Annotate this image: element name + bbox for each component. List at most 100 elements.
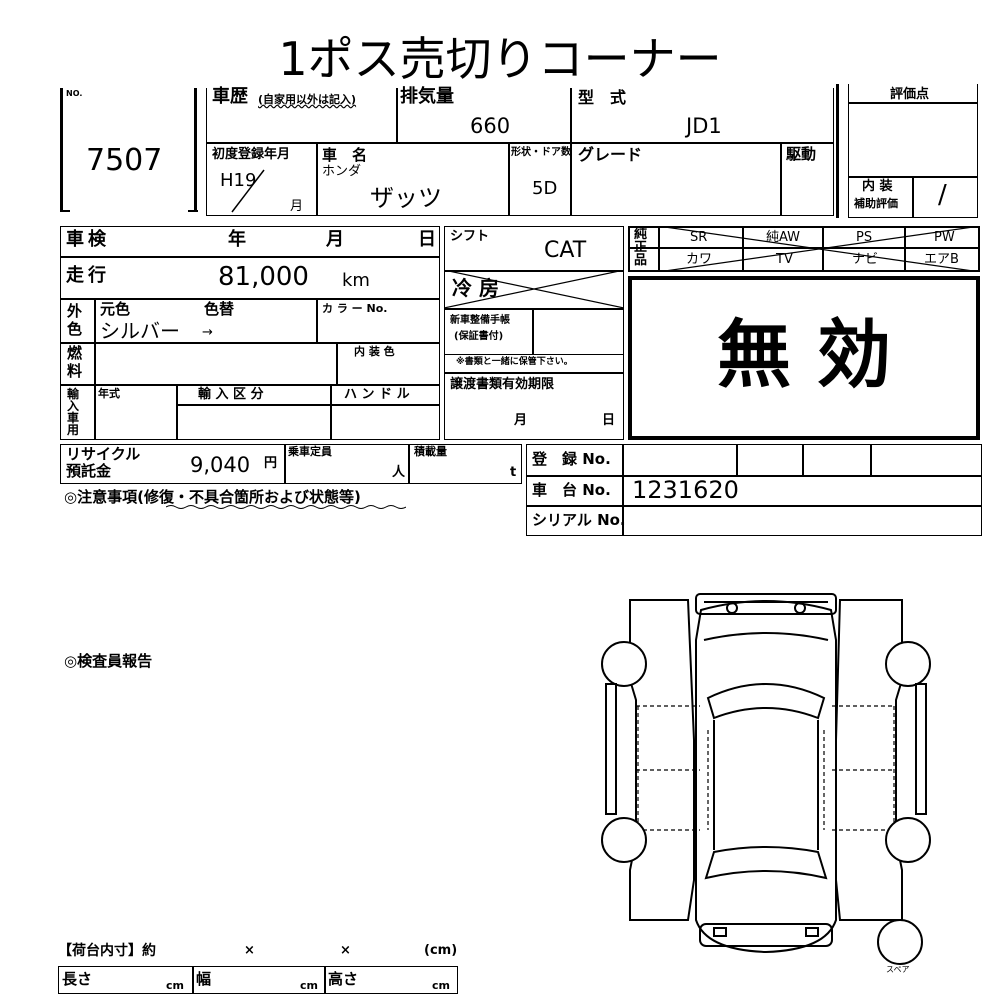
lot-no-label: NO. bbox=[66, 89, 83, 98]
evaluation-label: 評価点 bbox=[890, 87, 930, 102]
notes-underline bbox=[166, 505, 406, 509]
mileage-value: 81,000 bbox=[218, 262, 309, 292]
first-reg-era: H19 bbox=[220, 170, 257, 191]
fuel-label-1: 燃 bbox=[67, 344, 83, 362]
invalid-stamp-box bbox=[628, 276, 980, 440]
cargo-x2: × bbox=[340, 943, 351, 958]
page-title: 1ポス売切りコーナー bbox=[278, 32, 722, 86]
shaken-label: 車検 bbox=[66, 229, 110, 250]
inspector-label: ◎検査員報告 bbox=[64, 652, 153, 670]
cargo-length-label: 長さ bbox=[62, 970, 93, 988]
drive-label: 駆動 bbox=[786, 145, 817, 163]
equip-navi: ナビ bbox=[852, 252, 879, 267]
body-value: 5D bbox=[532, 178, 558, 199]
import-year-label: 年式 bbox=[98, 387, 120, 400]
notes-label: ◎注意事項(修復・不具合箇所および状態等) bbox=[64, 488, 361, 506]
grade-label: グレード bbox=[578, 145, 643, 164]
shift-block bbox=[444, 226, 624, 440]
cargo-width-unit: cm bbox=[300, 979, 318, 992]
shaken-year: 年 bbox=[228, 229, 246, 250]
model-label: 型 式 bbox=[578, 88, 627, 107]
spec-table bbox=[60, 226, 440, 440]
transfer-docs-day: 日 bbox=[602, 413, 616, 428]
chassis-label: 車 台 No. bbox=[532, 481, 611, 499]
displacement-label: 排気量 bbox=[400, 86, 454, 107]
car-diagram bbox=[601, 593, 931, 965]
registration-label: 登 録 No. bbox=[532, 450, 611, 468]
car-name: ザッツ bbox=[370, 184, 442, 212]
equip-tv: TV bbox=[776, 252, 793, 267]
color-change-arrow: → bbox=[202, 325, 213, 340]
interior-label-1: 内 装 bbox=[862, 179, 893, 194]
transfer-docs-label: 譲渡書類有効期限 bbox=[450, 377, 555, 392]
equip-sr: SR bbox=[690, 230, 708, 245]
first-reg-slash bbox=[231, 169, 265, 213]
equipment-crossout bbox=[658, 226, 980, 272]
equip-ps: PS bbox=[856, 230, 873, 245]
mileage-unit: km bbox=[342, 270, 370, 291]
shaken-month: 月 bbox=[326, 229, 344, 250]
registration-table bbox=[526, 444, 982, 536]
mileage-label: 走行 bbox=[66, 265, 110, 286]
load-label: 積載量 bbox=[414, 445, 447, 458]
cargo-width-label: 幅 bbox=[196, 970, 212, 988]
capacity-label: 乗車定員 bbox=[288, 445, 332, 458]
handle-label: ハ ン ド ル bbox=[344, 387, 410, 402]
shaken-day: 日 bbox=[418, 229, 436, 250]
aircon-label: 冷 房 bbox=[452, 276, 499, 300]
history-note: (自家用以外は記入) bbox=[258, 93, 357, 106]
equip-aw: 純AW bbox=[766, 230, 801, 245]
recycle-unit: 円 bbox=[264, 456, 278, 471]
equip-leather: カワ bbox=[686, 252, 713, 267]
body-label: 形状・ドア数 bbox=[511, 147, 571, 158]
shift-label: シフト bbox=[450, 229, 490, 244]
equip-airbag: エアB bbox=[924, 252, 959, 267]
spare-label: スペア bbox=[886, 965, 910, 974]
color-label-1: 外 bbox=[67, 302, 83, 320]
chassis-value: 1231620 bbox=[632, 476, 739, 504]
serial-label: シリアル No. bbox=[532, 511, 626, 529]
maint-book-line1: 新車整備手帳 bbox=[450, 315, 510, 326]
maint-book-note: ※書類と一緒に保管下さい。 bbox=[456, 357, 573, 367]
cargo-x1: × bbox=[244, 943, 255, 958]
interior-label-2: 補助評価 bbox=[854, 197, 898, 210]
displacement-value: 660 bbox=[470, 114, 511, 138]
import-class-label: 輸 入 区 分 bbox=[198, 387, 264, 402]
color-label-2: 色 bbox=[67, 320, 83, 338]
vehicle-info-table bbox=[206, 88, 834, 216]
recycle-label-2: 預託金 bbox=[66, 462, 112, 480]
history-label: 車歴 bbox=[212, 86, 248, 107]
cargo-height-label: 高さ bbox=[328, 970, 359, 988]
cargo-table bbox=[58, 966, 458, 994]
recycle-value: 9,040 bbox=[190, 453, 251, 477]
change-color-label: 色替 bbox=[204, 300, 235, 318]
cargo-length-unit: cm bbox=[166, 979, 184, 992]
cargo-height-unit: cm bbox=[432, 979, 450, 992]
load-unit: t bbox=[510, 465, 517, 480]
equipment-table bbox=[628, 226, 980, 272]
orig-color-label: 元色 bbox=[100, 300, 131, 318]
lot-number: 7507 bbox=[86, 143, 163, 178]
first-reg-month-unit: 月 bbox=[290, 199, 304, 214]
shift-value: CAT bbox=[544, 238, 587, 263]
interior-color-label: 内 装 色 bbox=[354, 345, 395, 358]
car-name-label: 車 名 bbox=[322, 146, 368, 164]
color-no-label: カ ラ ー No. bbox=[322, 302, 388, 315]
maint-book-line2: (保証書付) bbox=[454, 331, 504, 342]
fuel-label-2: 料 bbox=[67, 362, 83, 380]
transfer-docs-month: 月 bbox=[514, 413, 528, 428]
car-maker: ホンダ bbox=[322, 164, 362, 179]
aircon-crossout bbox=[444, 270, 624, 308]
orig-color-value: シルバー bbox=[100, 319, 180, 343]
invalid-stamp: 無 効 bbox=[717, 312, 891, 398]
cargo-unit: (cm) bbox=[424, 943, 458, 958]
capacity-unit: 人 bbox=[392, 465, 406, 480]
equipment-label: 純正品 bbox=[634, 227, 648, 268]
recycle-label-1: リサイクル bbox=[66, 445, 141, 463]
cargo-label: 【荷台内寸】約 bbox=[58, 943, 156, 959]
first-reg-label: 初度登録年月 bbox=[212, 147, 291, 162]
import-label: 輸入車用 bbox=[67, 387, 80, 437]
equip-pw: PW bbox=[934, 230, 955, 245]
interior-value: / bbox=[938, 180, 947, 210]
lot-number-box: NO. 7507 bbox=[60, 88, 200, 212]
